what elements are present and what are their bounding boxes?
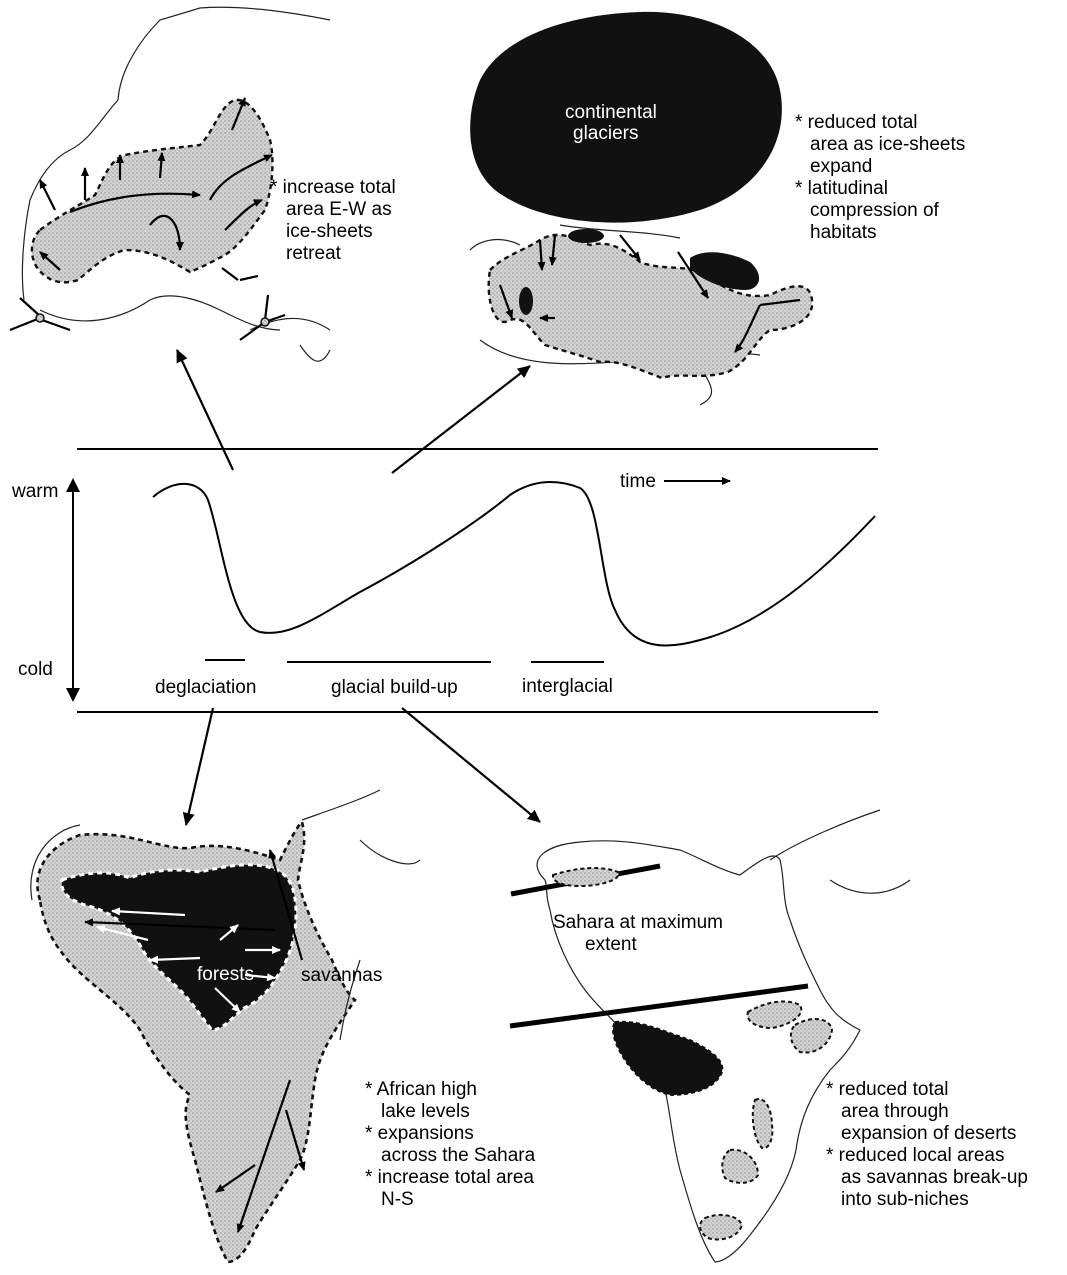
arrow-to-europe-deglaciation (177, 350, 233, 470)
note-line: into sub-niches (841, 1189, 969, 1210)
note-line: lake levels (381, 1101, 470, 1122)
refugium-dot (36, 314, 44, 322)
savanna-patch (722, 1150, 758, 1183)
savanna-patch (753, 1099, 773, 1148)
note-line: expansion of deserts (841, 1123, 1016, 1144)
spread-arrow (40, 180, 55, 210)
glacial-notes: * reduced total area as ice-sheets expan… (795, 112, 965, 243)
note-line: * increase total area (365, 1167, 534, 1188)
note-line: * expansions (365, 1123, 474, 1144)
convergence-arrow (20, 298, 40, 316)
note-line: * increase total (270, 177, 396, 198)
note-line: N-S (381, 1189, 414, 1210)
deglacial-notes: * increase total area E-W as ice-sheets … (270, 177, 396, 264)
arrow-to-africa-deglaciation (186, 708, 213, 825)
phase-glacial-build-up: glacial build-up (331, 677, 458, 698)
africa-deglaciation-map: forests savannas * African high lake lev… (31, 790, 536, 1262)
glacial-refugia-region (489, 235, 813, 378)
temperature-curve (153, 482, 875, 646)
europe-deglaciation-map: * increase total area E-W as ice-sheets … (10, 7, 396, 361)
convergence-arrow (265, 295, 268, 320)
savanna-patch (700, 1215, 742, 1240)
glaciers-label-line: glaciers (573, 123, 638, 144)
note-line: across the Sahara (381, 1145, 536, 1166)
note-line: habitats (810, 222, 877, 243)
convergence-arrow (222, 268, 238, 280)
arrow-to-europe-glacial (392, 366, 530, 473)
note-line: as savannas break-up (841, 1167, 1028, 1188)
savanna-patch (553, 868, 619, 886)
savanna-patch (748, 1001, 802, 1028)
note-line: * reduced total (795, 112, 918, 133)
sahara-label-line: extent (585, 934, 637, 955)
africa-glacial-map: Sahara at maximum extent * reduced total… (510, 810, 1028, 1262)
sahara-label-line: Sahara at maximum (553, 912, 723, 933)
cold-label: cold (18, 659, 53, 680)
glaciers-label-line: continental (565, 102, 657, 123)
africa-glacial-notes: * reduced total area through expansion o… (826, 1079, 1028, 1210)
note-line: * reduced total (826, 1079, 949, 1100)
convergence-arrow (42, 320, 70, 330)
note-line: area as ice-sheets (810, 134, 965, 155)
axis-arrow-up-icon (66, 478, 80, 492)
warm-label: warm (11, 481, 58, 502)
africa-deglacial-notes: * African high lake levels * expansions … (365, 1079, 536, 1210)
europe-refugia-region (32, 100, 273, 282)
europe-glacial-map: continental glaciers * reduced total are… (470, 12, 965, 405)
forest-patch (613, 1022, 722, 1095)
convergence-arrow (240, 276, 258, 280)
note-line: ice-sheets (286, 221, 373, 242)
note-line: * African high (365, 1079, 477, 1100)
savanna-patch (791, 1019, 832, 1053)
phase-deglaciation: deglaciation (155, 677, 256, 698)
time-label: time (620, 471, 656, 492)
forests-label: forests (197, 964, 254, 985)
ice-patch (568, 229, 604, 243)
sahara-label: Sahara at maximum extent (553, 912, 723, 955)
phase-interglacial: interglacial (522, 676, 613, 697)
axis-arrow-down-icon (66, 688, 80, 702)
savannas-label: savannas (301, 965, 382, 986)
refugium-dot (261, 318, 269, 326)
note-line: * latitudinal (795, 178, 888, 199)
note-line: * reduced local areas (826, 1145, 1005, 1166)
note-line: area E-W as (286, 199, 392, 220)
note-line: area through (841, 1101, 949, 1122)
note-line: expand (810, 156, 872, 177)
convergence-arrow (10, 318, 40, 330)
note-line: retreat (286, 243, 342, 264)
arrow-to-africa-glacial (402, 708, 540, 822)
note-line: compression of (810, 200, 940, 221)
ice-patch (519, 287, 533, 315)
climate-panel: warm cold time deglaciation glacial buil… (11, 449, 878, 712)
